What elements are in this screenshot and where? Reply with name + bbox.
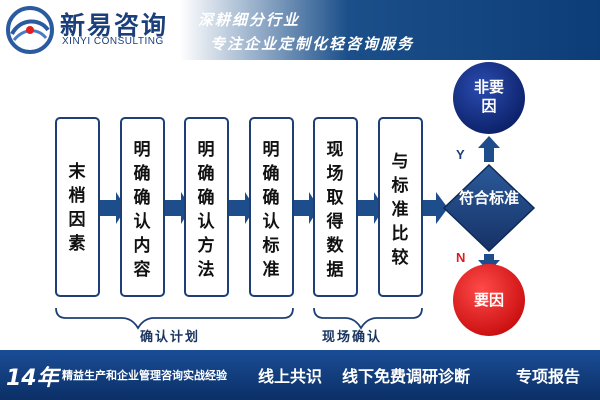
non-cause-label: 非要因 (474, 78, 505, 115)
no-label: N (456, 250, 466, 265)
slogan-2: 专注企业定制化轻咨询服务 (210, 35, 415, 53)
step-label-6: 与标准比较 (391, 152, 409, 268)
branch-arrows (478, 136, 500, 272)
step-box-4 (249, 117, 294, 297)
footer-service-1: 线上共识 (258, 367, 323, 386)
footer-service-2: 线下免费调研诊断 (342, 367, 471, 386)
logo-icon (6, 6, 54, 54)
step-label-1: 末梢因素 (68, 162, 86, 254)
step-label-3: 明确确认方法 (197, 140, 215, 280)
company-name: 新易咨询 (60, 11, 169, 40)
step-box-1 (55, 117, 100, 297)
decision-label: 符合标准 (459, 189, 520, 207)
decision-diamond (442, 163, 536, 253)
connector-arrows (99, 192, 448, 224)
yes-label: Y (456, 147, 465, 162)
arrow-1 (99, 192, 126, 224)
step-box-6 (378, 117, 423, 297)
footer-years: 14年 (6, 366, 59, 391)
flow-diagram: 末梢因素 明确确认内容 明确确认方法 明确确认标准 现场取得数据 与标准比较 符… (0, 60, 600, 345)
arrow-5 (357, 192, 384, 224)
bracket-site (313, 307, 423, 330)
step-box-3 (184, 117, 229, 297)
step-box-5 (313, 117, 358, 297)
phase-label-plan: 确认计划 (140, 330, 201, 345)
step-box-2 (120, 117, 165, 297)
footer-service-3: 专项报告 (516, 367, 581, 386)
cause-circle (453, 264, 525, 336)
non-cause-circle (453, 62, 525, 134)
footer-experience: 精益生产和企业管理咨询实战经验 (62, 369, 227, 382)
step-label-4: 明确确认标准 (262, 140, 280, 280)
header-banner: 新易咨询 XINYI CONSULTING 深耕细分行业 专注企业定制化轻咨询服… (0, 0, 600, 60)
diagram-shapes (55, 62, 536, 336)
footer-banner: 14年 精益生产和企业管理咨询实战经验 线上共识 线下免费调研诊断 专项报告 (0, 350, 600, 400)
company-name-en: XINYI CONSULTING (62, 36, 164, 47)
arrow-up-yes (478, 136, 500, 162)
arrow-down-no (478, 254, 500, 272)
slogan-1: 深耕细分行业 (198, 11, 301, 29)
step-label-2: 明确确认内容 (133, 140, 151, 280)
step-label-5: 现场取得数据 (326, 140, 344, 280)
bracket-plan (55, 307, 294, 330)
phase-brackets (55, 307, 423, 330)
arrow-3 (228, 192, 255, 224)
phase-label-site: 现场确认 (322, 330, 383, 345)
arrow-6 (421, 192, 448, 224)
step-boxes (55, 117, 423, 297)
cause-label: 要因 (473, 291, 504, 309)
arrow-4 (292, 192, 319, 224)
